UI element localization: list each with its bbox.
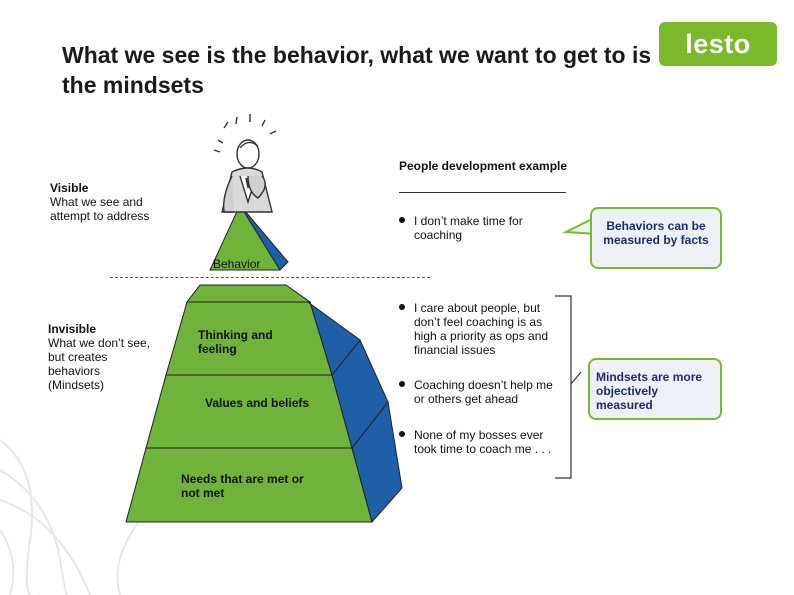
pyramid-level-values [145, 374, 353, 449]
example-bullet: I don’t make time for coaching [399, 214, 559, 242]
lesto-logo: lesto [659, 22, 777, 66]
pyramid-label-needs: Needs that are met or not met [181, 472, 304, 500]
pyramid-top-slab [185, 284, 312, 303]
invisible-text: What we don’t see, but creates behaviors… [48, 336, 151, 392]
example-bullet: I care about people, but don’t feel coac… [399, 301, 559, 357]
slide-title: What we see is the behavior, what we wan… [62, 42, 652, 98]
bullet-dot-icon [399, 431, 405, 437]
example-heading: People development example [399, 159, 568, 173]
invisible-section: Invisible What we don’t see, but creates… [48, 322, 158, 392]
bullet-dot-icon [399, 381, 405, 387]
example-bullet: None of my bosses ever took time to coac… [399, 428, 559, 456]
bullets-bracket [555, 295, 582, 479]
pyramid-side-behavior [239, 204, 289, 271]
decorative-lines [0, 439, 141, 595]
pyramid-label-behavior: Behavior [213, 257, 261, 271]
bullet-text: None of my bosses ever took time to coac… [414, 428, 552, 456]
iceberg-pyramid [125, 203, 403, 524]
visible-heading: Visible [50, 181, 89, 195]
bullet-dot-icon [399, 217, 405, 223]
visible-section: Visible What we see and attempt to addre… [50, 181, 160, 223]
pyramid-label-values: Values and beliefs [205, 396, 310, 410]
pyramid-label-thinking: Thinking and feeling [198, 328, 273, 356]
invisible-heading: Invisible [48, 322, 97, 336]
bullet-text: Coaching doesn’t help me or others get a… [414, 378, 553, 406]
thinking-person-icon [213, 114, 277, 213]
callout-mindsets: Mindsets are more objectively measured [588, 358, 722, 420]
bullet-text: I don’t make time for coaching [414, 214, 523, 242]
visible-text: What we see and attempt to address [50, 195, 150, 223]
bullet-text: I care about people, but don’t feel coac… [414, 301, 549, 357]
waterline-divider [110, 277, 430, 278]
example-heading-rule [399, 192, 566, 193]
callout-behaviors: Behaviors can be measured by facts [590, 207, 722, 269]
example-bullet: Coaching doesn’t help me or others get a… [399, 378, 559, 406]
bullet-dot-icon [399, 304, 405, 310]
